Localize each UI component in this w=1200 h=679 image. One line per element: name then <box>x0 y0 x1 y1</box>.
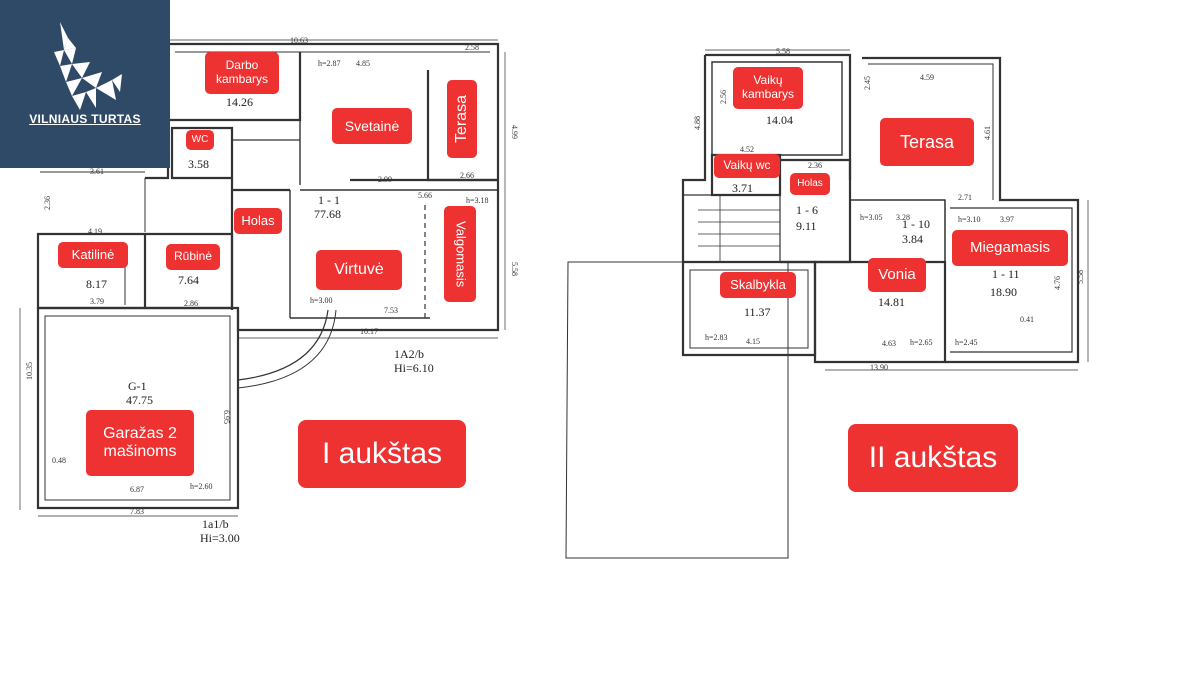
dimension-label: h=2.45 <box>955 338 978 347</box>
dimension-label: 5.58 <box>510 262 519 276</box>
room-label-darbo-kambarys: Darbo kambarys <box>205 52 279 94</box>
dimension-texts: 10.63 2.58 4.85 4.99 5.58 10.17 7.53 6.87 7.83 10… <box>25 36 1085 516</box>
room-label-virtuve: Virtuvė <box>316 250 402 290</box>
area-texts: 14.26 3.58 1 - 177.68 8.17 7.64G-147.75 1A2/b… <box>86 95 1020 545</box>
dimension-label: 6.87 <box>130 485 144 494</box>
room-area: 77.68 <box>314 207 341 221</box>
first-floor-walls <box>19 39 506 517</box>
dimension-label: 4.63 <box>882 339 896 348</box>
second-floor-walls <box>565 49 1089 559</box>
room-label-vaiku-wc: Vaikų wc <box>714 154 780 178</box>
dimension-label: 13.90 <box>870 363 888 372</box>
room-label-skalbykla: Skalbykla <box>720 272 796 298</box>
room-label-valgomasis: Valgomasis <box>444 206 476 302</box>
room-code: 1 - 1 <box>318 193 340 207</box>
room-label-vonia: Vonia <box>868 258 926 292</box>
room-area: 8.17 <box>86 277 107 291</box>
dimension-label: 2.66 <box>460 171 474 180</box>
room-label-wc: WC <box>186 130 214 150</box>
room-label-garazas: Garažas 2 mašinoms <box>86 410 194 476</box>
dimension-label: 2.86 <box>184 299 198 308</box>
room-label-vaiku-kambarys: Vaikų kambarys <box>733 67 803 109</box>
plan-label: 1a1/b <box>202 517 229 531</box>
room-area: 18.90 <box>990 285 1017 299</box>
room-label-svetaine: Svetainė <box>332 108 412 144</box>
room-area: 3.84 <box>902 232 923 246</box>
room-area: 3.58 <box>188 157 209 171</box>
room-area: 11.37 <box>744 305 771 319</box>
room-code: 1 - 10 <box>902 217 930 231</box>
dimension-label: 4.61 <box>983 126 992 140</box>
dimension-label: h=3.10 <box>958 215 981 224</box>
dimension-label: 4.85 <box>356 59 370 68</box>
dimension-label: 3.28 <box>896 213 910 222</box>
dimension-label: 4.15 <box>746 337 760 346</box>
room-area: 47.75 <box>126 393 153 407</box>
dimension-label: 2.58 <box>465 43 479 52</box>
room-area: 14.04 <box>766 113 793 127</box>
dimension-label: 4.52 <box>740 145 754 154</box>
dimension-label: h=3.18 <box>466 196 489 205</box>
brand-logo: VILNIAUS TURTAS <box>0 0 170 168</box>
dimension-label: 3.79 <box>90 297 104 306</box>
dimension-label: 5.58 <box>776 47 790 56</box>
room-label-terasa-2: Terasa <box>880 118 974 166</box>
dimension-label: 10.17 <box>360 327 378 336</box>
dimension-label: 4.88 <box>693 116 702 130</box>
room-area: 3.71 <box>732 181 753 195</box>
plan-label: 1A2/b <box>394 347 424 361</box>
dimension-label: 4.76 <box>1053 276 1062 290</box>
dimension-label: 2.45 <box>863 76 872 90</box>
plan-label: Hi=6.10 <box>394 361 434 375</box>
wolf-icon <box>54 22 122 110</box>
room-code: G-1 <box>128 379 147 393</box>
room-area: 14.26 <box>226 95 253 109</box>
dimension-label: 4.19 <box>88 227 102 236</box>
dimension-label: h=3.05 <box>860 213 883 222</box>
dimension-label: 2.36 <box>43 196 52 210</box>
room-area: 7.64 <box>178 273 199 287</box>
dimension-label: 2.56 <box>719 90 728 104</box>
dimension-label: 7.53 <box>384 306 398 315</box>
plan-label: Hi=3.00 <box>200 531 240 545</box>
dimension-label: 3.61 <box>90 167 104 176</box>
dimension-label: 2.71 <box>958 193 972 202</box>
dimension-label: 5.66 <box>418 191 432 200</box>
dimension-label: 4.99 <box>510 125 519 139</box>
dimension-label: 0.41 <box>1020 315 1034 324</box>
dimension-label: 0.48 <box>52 456 66 465</box>
dimension-label: h=2.87 <box>318 59 341 68</box>
room-area: 14.81 <box>878 295 905 309</box>
room-code: 1 - 11 <box>992 267 1020 281</box>
room-label-miegamasis: Miegamasis <box>952 230 1068 266</box>
dimension-label: h=3.00 <box>310 296 333 305</box>
dimension-label: 2.99 <box>378 175 392 184</box>
dimension-label: 2.36 <box>808 161 822 170</box>
dimension-label: 10.35 <box>25 362 34 380</box>
floor-title-first: I aukštas <box>298 420 466 488</box>
dimension-label: h=2.60 <box>190 482 213 491</box>
room-label-terasa-1: Terasa <box>447 80 477 158</box>
room-code: 1 - 6 <box>796 203 818 217</box>
dimension-label: h=2.65 <box>910 338 933 347</box>
brand-name: VILNIAUS TURTAS <box>29 112 141 126</box>
dimension-label: h=2.83 <box>705 333 728 342</box>
dimension-label: 10.63 <box>290 36 308 45</box>
room-label-holas-1: Holas <box>234 208 282 234</box>
room-label-katiline: Katilinė <box>58 242 128 268</box>
dimension-label: 3.97 <box>1000 215 1014 224</box>
floor-title-second: II aukštas <box>848 424 1018 492</box>
room-label-holas-2: Holas <box>790 173 830 195</box>
room-label-rubine: Rūbinė <box>166 244 220 270</box>
room-area: 9.11 <box>796 219 817 233</box>
dimension-label: 4.59 <box>920 73 934 82</box>
dimension-label: 6.95 <box>222 410 231 424</box>
dimension-label: 7.83 <box>130 507 144 516</box>
dimension-label: 5.58 <box>1076 270 1085 284</box>
